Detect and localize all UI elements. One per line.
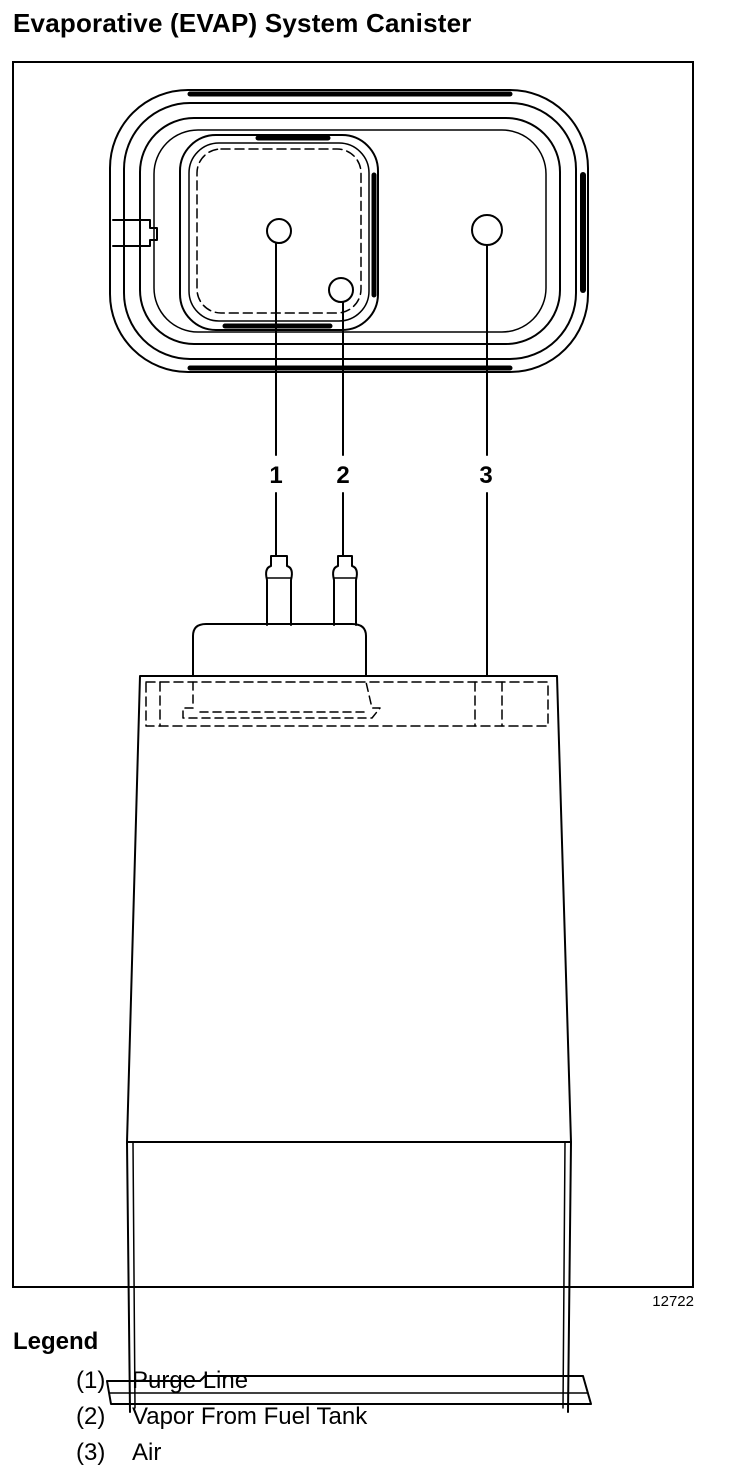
legend-heading: Legend bbox=[13, 1328, 99, 1355]
canister-lower-band bbox=[126, 1141, 572, 1413]
legend-item: (3) Air bbox=[76, 1436, 367, 1472]
canister-top-view bbox=[109, 89, 589, 373]
hidden-purge-channel bbox=[182, 681, 381, 719]
callout-label-2: 2 bbox=[336, 462, 349, 489]
base-flange bbox=[106, 1375, 592, 1405]
legend-item-number: (2) bbox=[76, 1403, 106, 1430]
legend-list: (1) Purge Line (2) Vapor From Fuel Tank (3… bbox=[76, 1364, 367, 1472]
legend-item-number: (3) bbox=[76, 1439, 106, 1466]
figure-frame bbox=[12, 61, 694, 1288]
hidden-chamber-outline bbox=[196, 148, 362, 314]
callout-label-1: 1 bbox=[269, 462, 282, 489]
port-boss-inner bbox=[188, 142, 370, 322]
mounting-tab bbox=[112, 219, 158, 247]
legend-item-label: Purge Line bbox=[132, 1367, 249, 1394]
legend-item-number: (1) bbox=[76, 1367, 106, 1394]
vapor-nipple bbox=[332, 555, 358, 626]
figure-id: 12722 bbox=[652, 1293, 694, 1310]
air-port-circle bbox=[471, 214, 503, 246]
cap-housing bbox=[192, 623, 367, 677]
top-view-outer-outline bbox=[109, 89, 589, 373]
vapor-port-circle bbox=[328, 277, 354, 303]
callout-label-3: 3 bbox=[479, 462, 492, 489]
callout-leaders bbox=[275, 242, 488, 677]
legend-item-label: Air bbox=[132, 1439, 162, 1466]
top-view-ring-4 bbox=[153, 129, 547, 333]
purge-port-circle bbox=[266, 218, 292, 244]
top-view-ring-2 bbox=[123, 102, 577, 360]
legend-item: (1) Purge Line bbox=[76, 1364, 367, 1400]
page-title: Evaporative (EVAP) System Canister bbox=[13, 8, 472, 38]
legend-item: (2) Vapor From Fuel Tank bbox=[76, 1400, 367, 1436]
canister-side-view bbox=[106, 555, 592, 1413]
hidden-cap-chamber bbox=[145, 681, 549, 727]
band-inner-right bbox=[562, 1141, 566, 1409]
port-boss-outline bbox=[179, 134, 379, 331]
top-view-ring-3 bbox=[139, 117, 561, 345]
purge-nipple bbox=[265, 555, 293, 626]
band-inner-left bbox=[132, 1141, 136, 1409]
legend-item-label: Vapor From Fuel Tank bbox=[132, 1403, 368, 1430]
canister-body-outline bbox=[126, 675, 572, 1143]
